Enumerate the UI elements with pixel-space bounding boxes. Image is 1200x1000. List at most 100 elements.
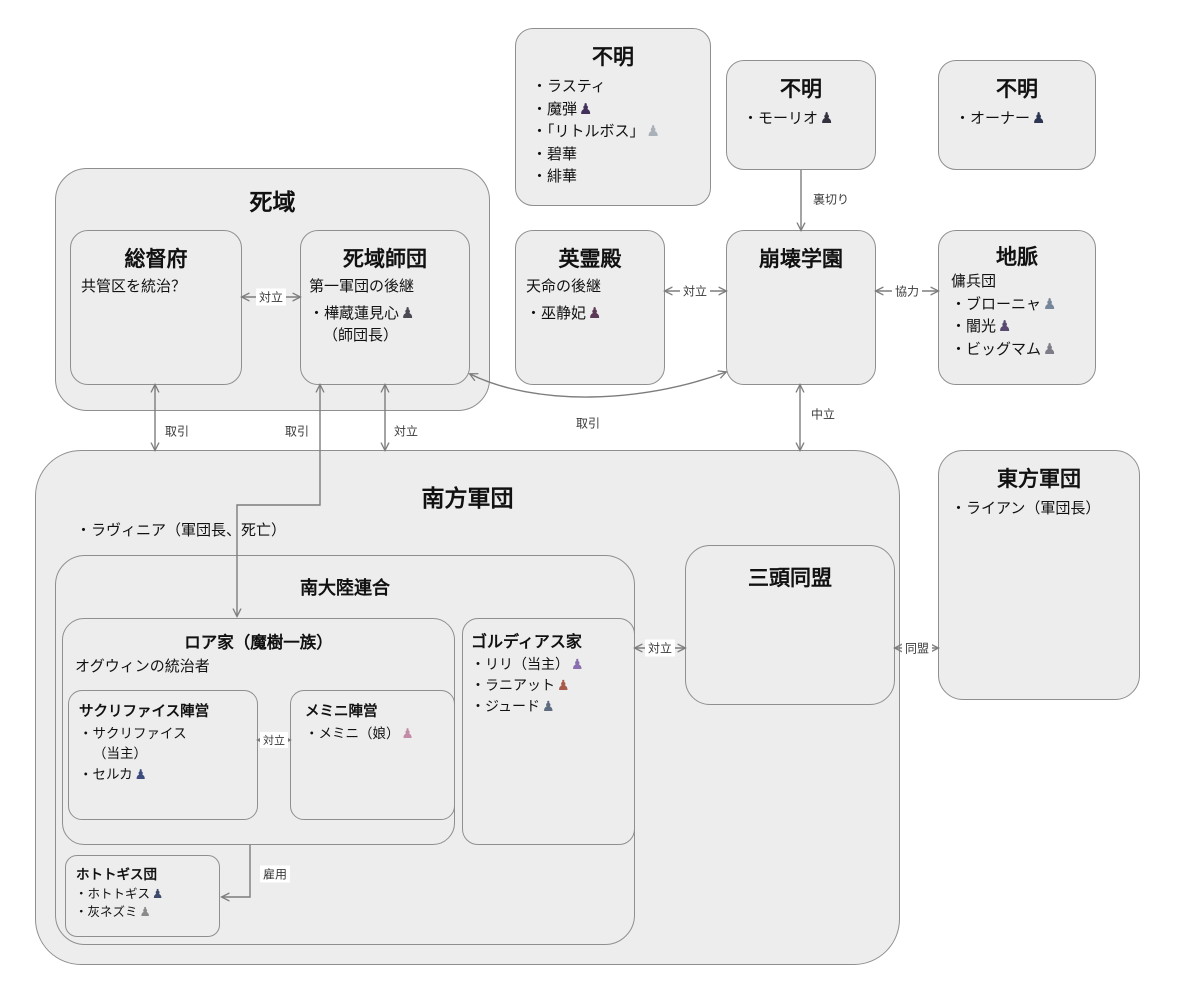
node-gordias-ke: ゴルディアス家 ・リリ（当主）♟ ・ラニアット♟ ・ジュード♟ (462, 618, 635, 845)
node-title: 英霊殿 (558, 247, 622, 271)
member-item: ・ラヴィニア（軍団長、死亡） (76, 521, 287, 539)
member-list: ・ホトトギス♟ ・灰ネズミ♟ (66, 883, 219, 921)
character-sprite-icon: ♟ (571, 657, 584, 673)
node-title: 南大陸連合 (300, 578, 390, 599)
member-list: ・リリ（当主）♟ ・ラニアット♟ ・ジュード♟ (463, 652, 634, 718)
edge-label-tairitsu: 対立 (679, 282, 711, 300)
member-item: ・オーナー♟ (955, 109, 1046, 127)
member-item: ・サクリファイス (79, 726, 187, 742)
node-subtitle: 天命の後継 (526, 277, 602, 295)
member-list: ・巫静妃♟ (516, 298, 664, 325)
node-title: 三頭同盟 (748, 566, 832, 590)
member-item: ・ブローニャ♟ (951, 294, 1057, 313)
character-sprite-icon: ♟ (401, 726, 414, 742)
character-sprite-icon: ♟ (1043, 339, 1057, 358)
node-title: 死域師団 (343, 247, 427, 271)
member-item: ・ホトトギス♟ (75, 886, 164, 901)
member-item: ・闇光♟ (951, 317, 1012, 336)
node-soutokufu: 総督府 共管区を統治？ (70, 230, 242, 385)
member-item: ・リリ（当主）♟ (471, 657, 584, 673)
node-memini-jinei: メミニ陣営 ・メミニ（娘）♟ (290, 690, 455, 820)
member-item: ・灰ネズミ♟ (75, 904, 151, 920)
member-item: ・巫静妃♟ (526, 303, 602, 322)
character-sprite-icon: ♟ (401, 303, 415, 322)
node-santou-doumei: 三頭同盟 (685, 545, 895, 705)
node-title: 死域 (249, 190, 296, 216)
member-item: ・樺蔵蓮見心♟ (309, 303, 415, 322)
member-item: ・碧華 (532, 144, 578, 163)
character-sprite-icon: ♟ (646, 122, 660, 140)
member-item: ・緋華 (532, 167, 578, 185)
member-list: ・モーリオ♟ (727, 103, 875, 130)
node-chimyaku: 地脈 傭兵団 ・ブローニャ♟ ・闇光♟ ・ビッグマム♟ (938, 230, 1096, 385)
node-title: 不明 (996, 77, 1038, 101)
node-touhou-gundan: 東方軍団 ・ライアン（軍団長） (938, 450, 1140, 700)
member-item: ・魔弾♟ (532, 99, 593, 118)
character-sprite-icon: ♟ (139, 904, 151, 920)
member-list: ・ライアン（軍団長） (939, 493, 1139, 520)
member-list: ・ラスティ ・魔弾♟ ・「リトルボス」♟ ・碧華 ・緋華 (516, 71, 710, 188)
edge-label-tairitsu: 対立 (260, 732, 288, 748)
member-list: ・ブローニャ♟ ・闇光♟ ・ビッグマム♟ (939, 293, 1095, 361)
character-sprite-icon: ♟ (820, 109, 834, 127)
member-item: ・ラスティ (532, 77, 606, 95)
node-shiiki-shidan: 死域師団 第一軍団の後継 ・樺蔵蓮見心♟ （師団長） (300, 230, 470, 385)
node-houkai-gakuen: 崩壊学園 (726, 230, 876, 385)
edge-label-tairitsu: 対立 (255, 288, 287, 306)
node-title: サクリファイス陣営 (79, 704, 210, 720)
edge-label-koyou: 雇用 (259, 865, 291, 883)
edge-label-tairitsu: 対立 (644, 639, 676, 657)
node-unknown-a: 不明 ・ラスティ ・魔弾♟ ・「リトルボス」♟ ・碧華 ・緋華 (515, 28, 711, 206)
node-title: 地脈 (996, 245, 1038, 269)
node-subtitle: 共管区を統治？ (81, 277, 187, 295)
node-subtitle: 第一軍団の後継 (309, 277, 415, 295)
character-sprite-icon: ♟ (998, 317, 1012, 336)
member-list: ・オーナー♟ (939, 103, 1095, 130)
node-title: メミニ陣営 (305, 704, 378, 720)
character-sprite-icon: ♟ (1032, 109, 1046, 127)
edge-label-chuuritsu: 中立 (807, 405, 839, 423)
edge-label-tairitsu: 対立 (390, 422, 422, 440)
node-subtitle: オグウィンの統治者 (75, 657, 210, 675)
member-list: ・メミニ（娘）♟ (291, 721, 454, 744)
member-item: ・ビッグマム♟ (951, 339, 1057, 358)
node-subtitle: 傭兵団 (951, 272, 997, 290)
node-title: 不明 (592, 45, 634, 69)
member-list: ・サクリファイス （当主） ・セルカ♟ (69, 721, 257, 785)
node-unknown-c: 不明 ・オーナー♟ (938, 60, 1096, 170)
character-sprite-icon: ♟ (134, 766, 147, 783)
member-item: ・「リトルボス」♟ (532, 122, 660, 140)
node-title: 南方軍団 (421, 486, 514, 512)
edge-label-kyouryoku: 協力 (891, 282, 923, 300)
node-eireiden: 英霊殿 天命の後継 ・巫静妃♟ (515, 230, 665, 385)
node-title: 崩壊学園 (759, 247, 843, 271)
node-title: 不明 (780, 77, 822, 101)
edge-label-torihiki: 取引 (281, 422, 313, 440)
edge-label-torihiki: 取引 (572, 414, 604, 432)
node-hototogisu-dan: ホトトギス団 ・ホトトギス♟ ・灰ネズミ♟ (65, 855, 220, 937)
member-item: ・ラニアット♟ (471, 678, 570, 694)
member-item: ・モーリオ♟ (743, 109, 834, 127)
node-title: 東方軍団 (997, 467, 1081, 491)
node-title: ホトトギス団 (76, 867, 157, 883)
member-item: （師団長） (323, 326, 399, 345)
edge-label-doumei: 同盟 (901, 639, 933, 657)
character-sprite-icon: ♟ (557, 678, 570, 694)
node-title: ロア家（魔樹一族） (184, 633, 333, 652)
character-sprite-icon: ♟ (152, 886, 164, 901)
character-sprite-icon: ♟ (542, 699, 555, 715)
node-title: ゴルディアス家 (471, 632, 582, 651)
node-title: 総督府 (124, 247, 188, 271)
character-sprite-icon: ♟ (1043, 294, 1057, 313)
edge-label-torihiki: 取引 (161, 422, 193, 440)
character-sprite-icon: ♟ (588, 303, 602, 322)
member-item: ・セルカ♟ (79, 766, 147, 783)
member-list: ・樺蔵蓮見心♟ （師団長） (301, 298, 469, 347)
node-sacrifice-jinei: サクリファイス陣営 ・サクリファイス （当主） ・セルカ♟ (68, 690, 258, 820)
node-unknown-b: 不明 ・モーリオ♟ (726, 60, 876, 170)
member-item: ・メミニ（娘）♟ (305, 726, 414, 742)
member-item: ・ライアン（軍団長） (951, 499, 1101, 517)
member-item: ・ジュード♟ (471, 699, 555, 715)
character-sprite-icon: ♟ (579, 99, 593, 118)
